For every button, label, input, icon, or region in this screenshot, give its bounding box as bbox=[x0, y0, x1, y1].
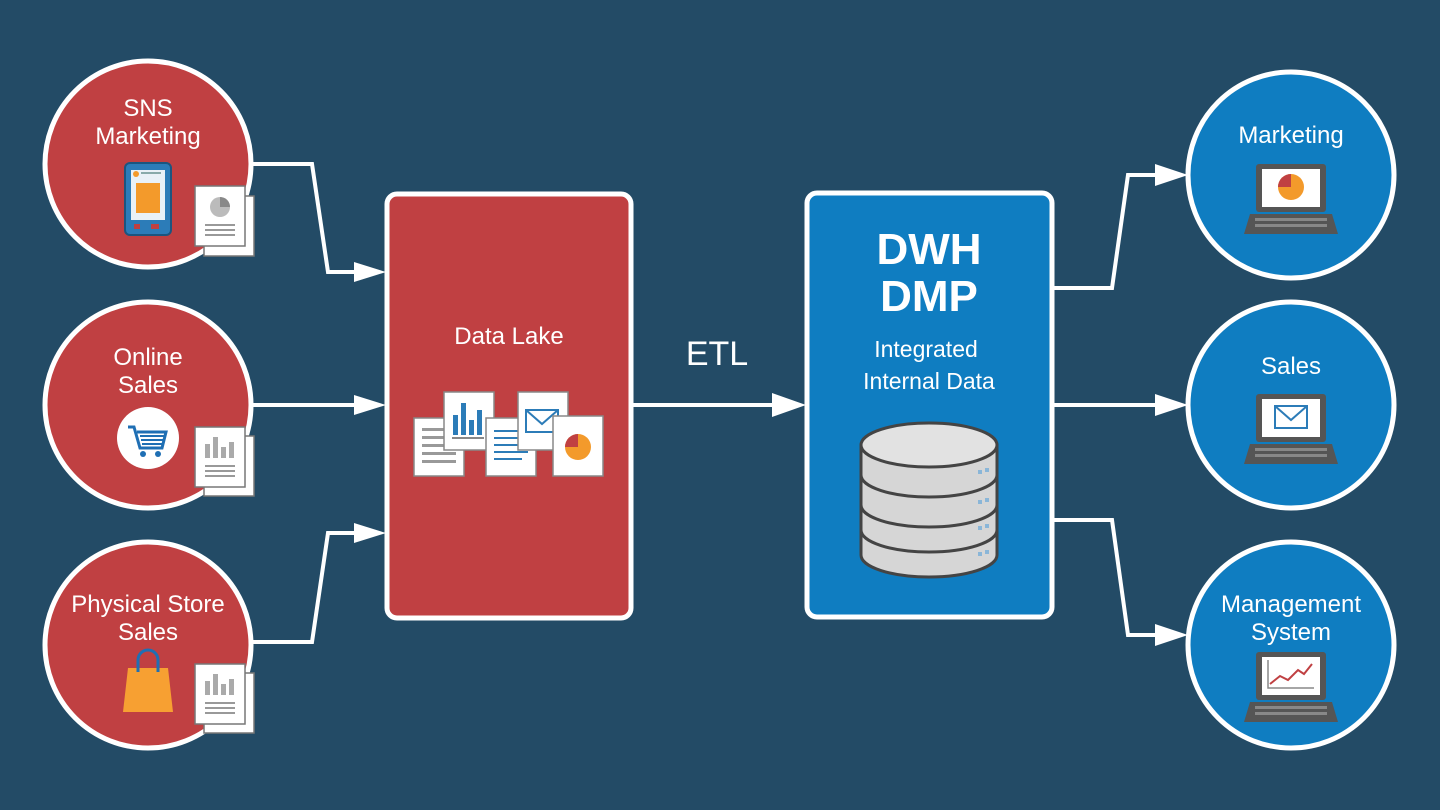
output-label-line1: Marketing bbox=[1238, 122, 1343, 149]
source-label-line1: SNS bbox=[123, 95, 172, 122]
laptop-mail-icon bbox=[1244, 394, 1338, 464]
source-label-line1: Online bbox=[113, 344, 182, 371]
output-label-line2: System bbox=[1251, 619, 1331, 646]
shopping-bag-icon bbox=[123, 648, 173, 712]
connectors bbox=[252, 162, 1188, 646]
arrow-store-to-lake bbox=[252, 531, 358, 644]
dwh-subtitle-line2: Internal Data bbox=[863, 368, 995, 394]
source-label-line1: Physical Store bbox=[71, 591, 224, 618]
dwh-title-line1: DWH bbox=[876, 225, 981, 274]
output-sales: Sales bbox=[1185, 299, 1397, 511]
documents-stack-icon bbox=[413, 391, 604, 477]
etl-label: ETL bbox=[686, 335, 748, 373]
arrow-dwh-to-management bbox=[1052, 518, 1160, 637]
dwh-box: DWH DMP Integrated Internal Data bbox=[804, 190, 1055, 620]
report-document-icon bbox=[194, 426, 255, 497]
report-document-icon bbox=[194, 185, 255, 257]
laptop-pie-chart-icon bbox=[1244, 164, 1338, 234]
output-management-system: Management System bbox=[1185, 539, 1397, 751]
report-document-icon bbox=[194, 663, 255, 734]
output-marketing: Marketing bbox=[1185, 69, 1397, 281]
data-lake-label: Data Lake bbox=[454, 323, 563, 350]
source-label-line2: Sales bbox=[118, 619, 178, 646]
source-online-sales: Online Sales bbox=[42, 299, 255, 511]
source-sns-marketing: SNS Marketing bbox=[42, 58, 255, 270]
dwh-title-line2: DMP bbox=[880, 272, 978, 321]
arrow-sns-to-lake bbox=[252, 162, 358, 274]
arrow-dwh-to-marketing bbox=[1052, 173, 1160, 290]
data-lake-box: Data Lake bbox=[384, 191, 634, 621]
source-label-line2: Marketing bbox=[95, 123, 200, 150]
shopping-cart-icon bbox=[117, 407, 179, 469]
smartphone-icon bbox=[124, 162, 172, 236]
output-label-line1: Management bbox=[1221, 591, 1361, 618]
source-physical-store-sales: Physical Store Sales bbox=[42, 539, 255, 751]
laptop-line-chart-icon bbox=[1244, 652, 1338, 722]
database-icon bbox=[859, 421, 999, 579]
source-label-line2: Sales bbox=[118, 372, 178, 399]
output-label-line1: Sales bbox=[1261, 353, 1321, 380]
dwh-subtitle-line1: Integrated bbox=[874, 336, 978, 362]
